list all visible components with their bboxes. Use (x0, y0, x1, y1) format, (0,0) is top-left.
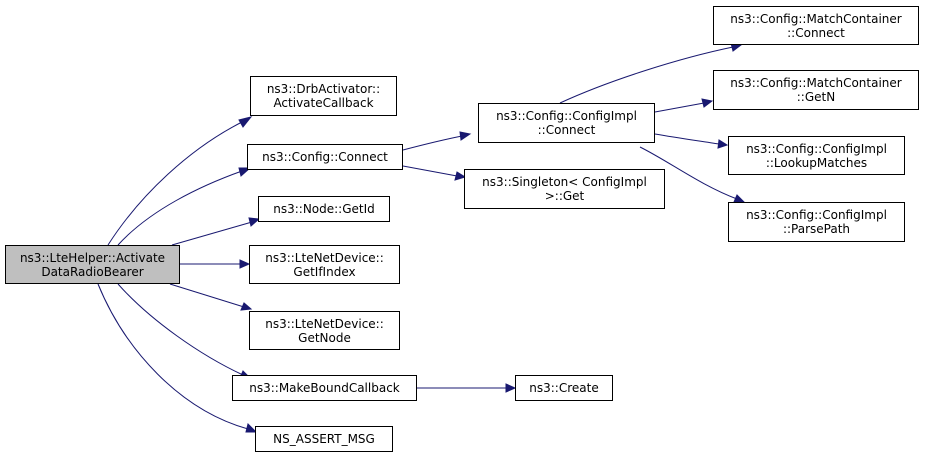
node-label-line1: ns3::Config::ConfigImpl (746, 208, 887, 222)
node-label-line2: GetNode (298, 330, 351, 345)
edge-root-drb (107, 120, 245, 246)
node-label-line2: DataRadioBearer (41, 264, 144, 279)
node-label-line2: ::ParsePath (782, 222, 851, 236)
node-create[interactable]: ns3::Create (515, 375, 613, 401)
node-label-line1: ns3::Singleton< ConfigImpl (482, 175, 647, 189)
node-config-impl-lookup-matches[interactable]: ns3::Config::ConfigImpl ::LookupMatches (728, 136, 905, 175)
node-config-impl-connect[interactable]: ns3::Config::ConfigImpl ::Connect (478, 103, 655, 143)
node-label-line1: ns3::Config::MatchContainer (730, 11, 902, 26)
node-make-bound-callback[interactable]: ns3::MakeBoundCallback (232, 375, 417, 401)
node-label-line1: ns3::Config::MatchContainer (730, 76, 902, 90)
node-config-impl-parse-path[interactable]: ns3::Config::ConfigImpl ::ParsePath (728, 202, 905, 242)
edge-root-assert (97, 283, 249, 430)
edge-connect-cfgconnect-arrowhead (459, 131, 472, 141)
edge-root-getid (171, 221, 253, 246)
node-drb-activator-activate-callback[interactable]: ns3::DrbActivator:: ActivateCallback (250, 76, 397, 116)
edge-root-getid-arrowhead (248, 217, 261, 227)
node-label-line2: >::Get (544, 189, 585, 203)
node-label-line1: ns3::Config::ConfigImpl (746, 141, 887, 156)
node-label-line1: ns3::Create (529, 381, 599, 395)
node-config-connect[interactable]: ns3::Config::Connect (247, 144, 403, 170)
edge-cfgconnect-mc-getn-arrowhead (701, 98, 714, 108)
node-label-line1: ns3::LteNetDevice:: (265, 316, 384, 331)
node-label-line1: ns3::LteNetDevice:: (265, 250, 384, 265)
edge-root-getnode-arrowhead (240, 302, 253, 311)
edge-root-drb-arrowhead (238, 116, 253, 128)
node-lte-net-device-get-node[interactable]: ns3::LteNetDevice:: GetNode (249, 311, 400, 350)
node-lte-net-device-get-if-index[interactable]: ns3::LteNetDevice:: GetIfIndex (249, 245, 400, 284)
edge-root-assert-arrowhead (245, 423, 258, 433)
node-singleton-config-impl-get[interactable]: ns3::Singleton< ConfigImpl >::Get (464, 169, 665, 209)
node-node-get-id[interactable]: ns3::Node::GetId (258, 196, 390, 222)
edge-cfgconnect-mc-getn (654, 102, 705, 113)
edge-cfgconnect-parsepath (639, 146, 738, 200)
edge-connect-singleton (402, 165, 458, 177)
edge-connect-singleton-arrowhead (454, 171, 467, 181)
edge-cfgconnect-lookup (654, 133, 720, 145)
edge-root-connect (117, 170, 243, 246)
node-label-line1: ns3::DrbActivator:: (266, 82, 381, 96)
node-ns-assert-msg[interactable]: NS_ASSERT_MSG (255, 426, 393, 452)
node-label-line1: ns3::Node::GetId (273, 202, 375, 216)
node-label-line1: ns3::LteHelper::Activate (19, 250, 166, 265)
node-label-line2: ::Connect (537, 123, 596, 137)
node-match-container-get-n[interactable]: ns3::Config::MatchContainer ::GetN (713, 70, 919, 110)
edge-root-connect-arrowhead (238, 167, 252, 177)
node-label-line2: ::LookupMatches (765, 155, 868, 170)
node-label-line1: ns3::Config::Connect (262, 150, 388, 164)
node-label-line2: GetIfIndex (293, 264, 356, 279)
node-label-line1: ns3::Config::ConfigImpl (496, 109, 637, 123)
edge-cfgconnect-lookup-arrowhead (717, 139, 729, 149)
node-label-line2: ActivateCallback (273, 96, 374, 110)
edge-root-getifindex-arrowhead (239, 259, 251, 269)
edge-connect-cfgconnect (402, 135, 463, 151)
edge-makebound-create-arrowhead (505, 383, 517, 393)
node-match-container-connect[interactable]: ns3::Config::MatchContainer ::Connect (713, 6, 919, 45)
edge-root-makebound (117, 283, 244, 376)
node-label-line1: ns3::MakeBoundCallback (249, 381, 400, 395)
node-lte-helper-activate-data-radio-bearer: ns3::LteHelper::Activate DataRadioBearer (5, 245, 180, 284)
edge-root-getnode (169, 283, 245, 308)
edge-cfgconnect-mc-connect (559, 46, 734, 104)
node-label-line1: NS_ASSERT_MSG (273, 432, 375, 446)
node-label-line2: ::GetN (796, 90, 836, 104)
edge-cfgconnect-parsepath-arrowhead (733, 194, 746, 203)
node-label-line2: ::Connect (787, 25, 845, 40)
